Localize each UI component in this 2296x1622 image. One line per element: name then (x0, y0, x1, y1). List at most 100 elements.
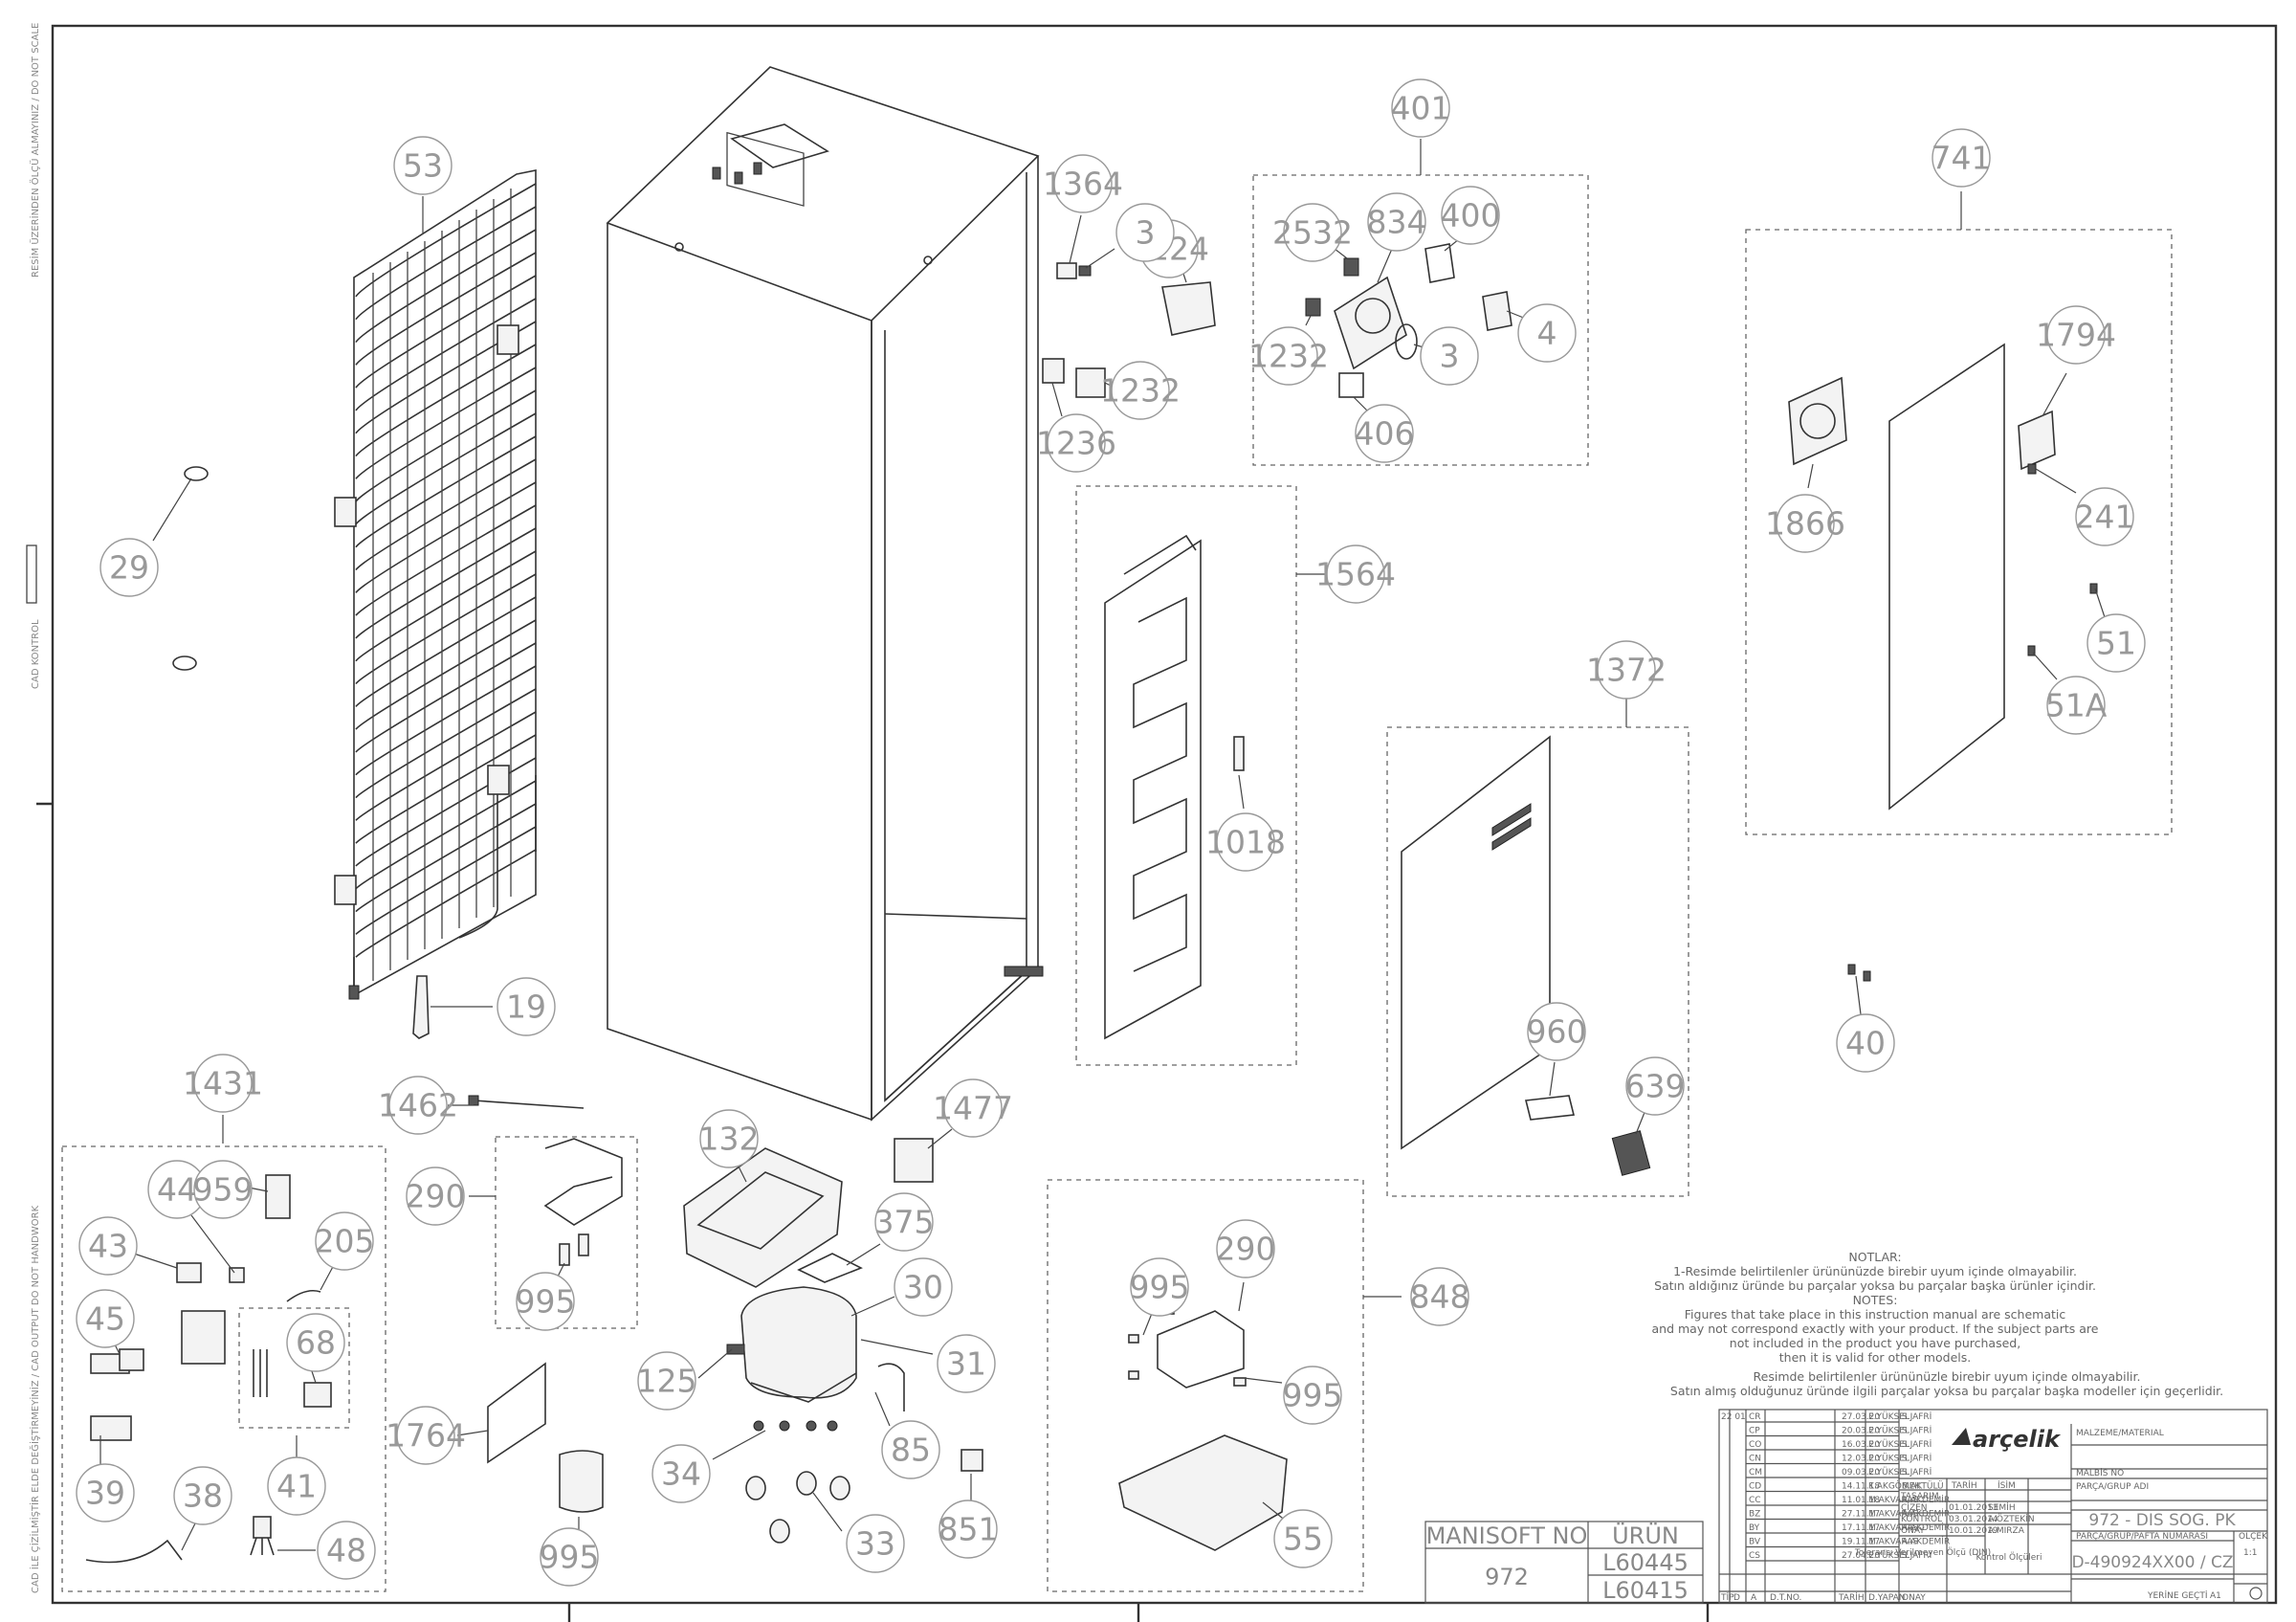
cabinet-part (606, 66, 1044, 1122)
screw-part (2027, 463, 2037, 475)
revision-cell: M.AKVARAS (1868, 1496, 1918, 1505)
callout-label: 995 (516, 1283, 576, 1321)
callout-leader (1305, 315, 1312, 326)
callout-label: 406 (1355, 415, 1415, 453)
group-1372-box (1386, 726, 1689, 1197)
cup-part (559, 1450, 604, 1513)
callout-circle (2075, 487, 2134, 546)
callout-circle (1932, 128, 1991, 188)
revision-cell: CN (1749, 1455, 1761, 1464)
revision-cell: 27.11.17 (1842, 1510, 1880, 1520)
callout-label: 40 (1845, 1025, 1886, 1062)
revision-cell: M.AKVARAS (1868, 1523, 1918, 1533)
callout-label: 51 (2096, 625, 2136, 662)
callout-circle (173, 1466, 232, 1525)
callout-label: 1462 (378, 1087, 458, 1124)
callout-label: 132 (699, 1121, 760, 1158)
callout-circle (78, 1216, 138, 1276)
condenser-tube (355, 435, 537, 548)
revision-cell: S.JAFRİ (1902, 1454, 1932, 1464)
callout-label: 19 (506, 989, 546, 1026)
revision-cell: CO (1749, 1440, 1761, 1450)
group-848-box (1047, 1179, 1364, 1592)
condenser-tube (355, 550, 537, 662)
drain-hose-part (473, 1100, 585, 1109)
condenser-tube (355, 573, 537, 685)
revision-cell: CM (1749, 1468, 1762, 1478)
callout-label: 401 (1391, 90, 1451, 127)
callout-label: 1364 (1043, 166, 1123, 203)
notes-line: Figures that take place in this instruct… (1685, 1307, 2066, 1322)
callout-circle (1259, 326, 1318, 386)
cover-plate-part (2018, 410, 2056, 471)
callout-leader (2094, 588, 2106, 618)
approval-cell: KONTROL (1901, 1515, 1942, 1524)
callout-label: 400 (1441, 197, 1501, 234)
callout-label: 1372 (1586, 652, 1667, 689)
callout-circle (1776, 494, 1835, 553)
condenser-tube (355, 688, 537, 799)
grommet-part (745, 1476, 766, 1500)
callout-label: 995 (1283, 1377, 1343, 1414)
part-name: 972 - DIS SOG. PK (2088, 1511, 2236, 1530)
scale-label: ÖLÇEK (2239, 1531, 2268, 1542)
footer-col-label: TİP (1720, 1592, 1734, 1603)
callout-leader (860, 1339, 934, 1355)
notes-line: not included in the product you have pur… (1730, 1336, 2020, 1350)
callout-label: 55 (1283, 1521, 1323, 1558)
label-part (1525, 1095, 1575, 1121)
callout-circle (99, 538, 159, 597)
callout-label: 125 (637, 1363, 697, 1400)
callout-circle (267, 1456, 326, 1516)
duct-panel-part (1888, 343, 2005, 811)
callout-label: 51A (2045, 687, 2108, 724)
approval-cell: ÇİZEN (1901, 1502, 1928, 1513)
condenser-tube (355, 849, 537, 958)
side-note-top: RESİM ÜZERİNDEN ÖLÇÜ ALMAYINIZ / DO NOT … (29, 23, 41, 278)
revision-cell: S.JAFRİ (1902, 1467, 1932, 1478)
callout-circle (193, 1160, 253, 1219)
revision-cell: 12.03.20 (1842, 1455, 1880, 1464)
revision-cell: 16.03.20 (1842, 1440, 1880, 1450)
malbis-label: MALBİS NO (2076, 1468, 2124, 1478)
callout-label: 1477 (933, 1090, 1013, 1127)
clip-part (2089, 583, 2098, 594)
cable-part (85, 1539, 183, 1564)
revision-cell: CD (1749, 1482, 1761, 1492)
callout-circle (1111, 361, 1170, 420)
callout-circle (406, 1167, 465, 1226)
wire-part (286, 1289, 321, 1302)
callout-circle (1130, 1257, 1189, 1317)
callout-circle (874, 1192, 934, 1252)
revision-cell: E.YÜKSEL (1868, 1467, 1910, 1478)
approval-cell: 01.01.2013 (1949, 1503, 1998, 1513)
callout-circle (2046, 676, 2106, 735)
callout-label: 34 (661, 1455, 701, 1493)
clamp-part (184, 466, 209, 481)
callout-leader (1238, 774, 1245, 810)
drip-tray-part (683, 1147, 843, 1288)
pipe-part (877, 1363, 905, 1411)
revision-cell: A.AKDEMİR (1902, 1495, 1950, 1505)
scale-value: 1:1 (2243, 1548, 2257, 1558)
relay-part (1161, 281, 1216, 336)
callout-label: 45 (85, 1300, 125, 1338)
condenser-tube (355, 711, 537, 821)
callout-circle (938, 1500, 998, 1559)
revision-cell: CC (1749, 1496, 1761, 1505)
condenser-tube (355, 344, 537, 457)
callout-leader (2032, 652, 2058, 680)
callout-label: 68 (296, 1324, 336, 1362)
condenser-tube (355, 642, 537, 753)
clip-part (960, 1449, 983, 1472)
callout-circle (393, 136, 453, 195)
callout-label: 41 (276, 1468, 317, 1505)
callout-circle (315, 1211, 374, 1271)
callout-leader (456, 1430, 489, 1436)
callout-circle (497, 977, 556, 1036)
callout-circle (1216, 1219, 1275, 1278)
callout-label: 959 (193, 1171, 254, 1209)
screw-part (1863, 970, 1871, 982)
notes-line: and may not correspond exactly with your… (1652, 1322, 2099, 1336)
